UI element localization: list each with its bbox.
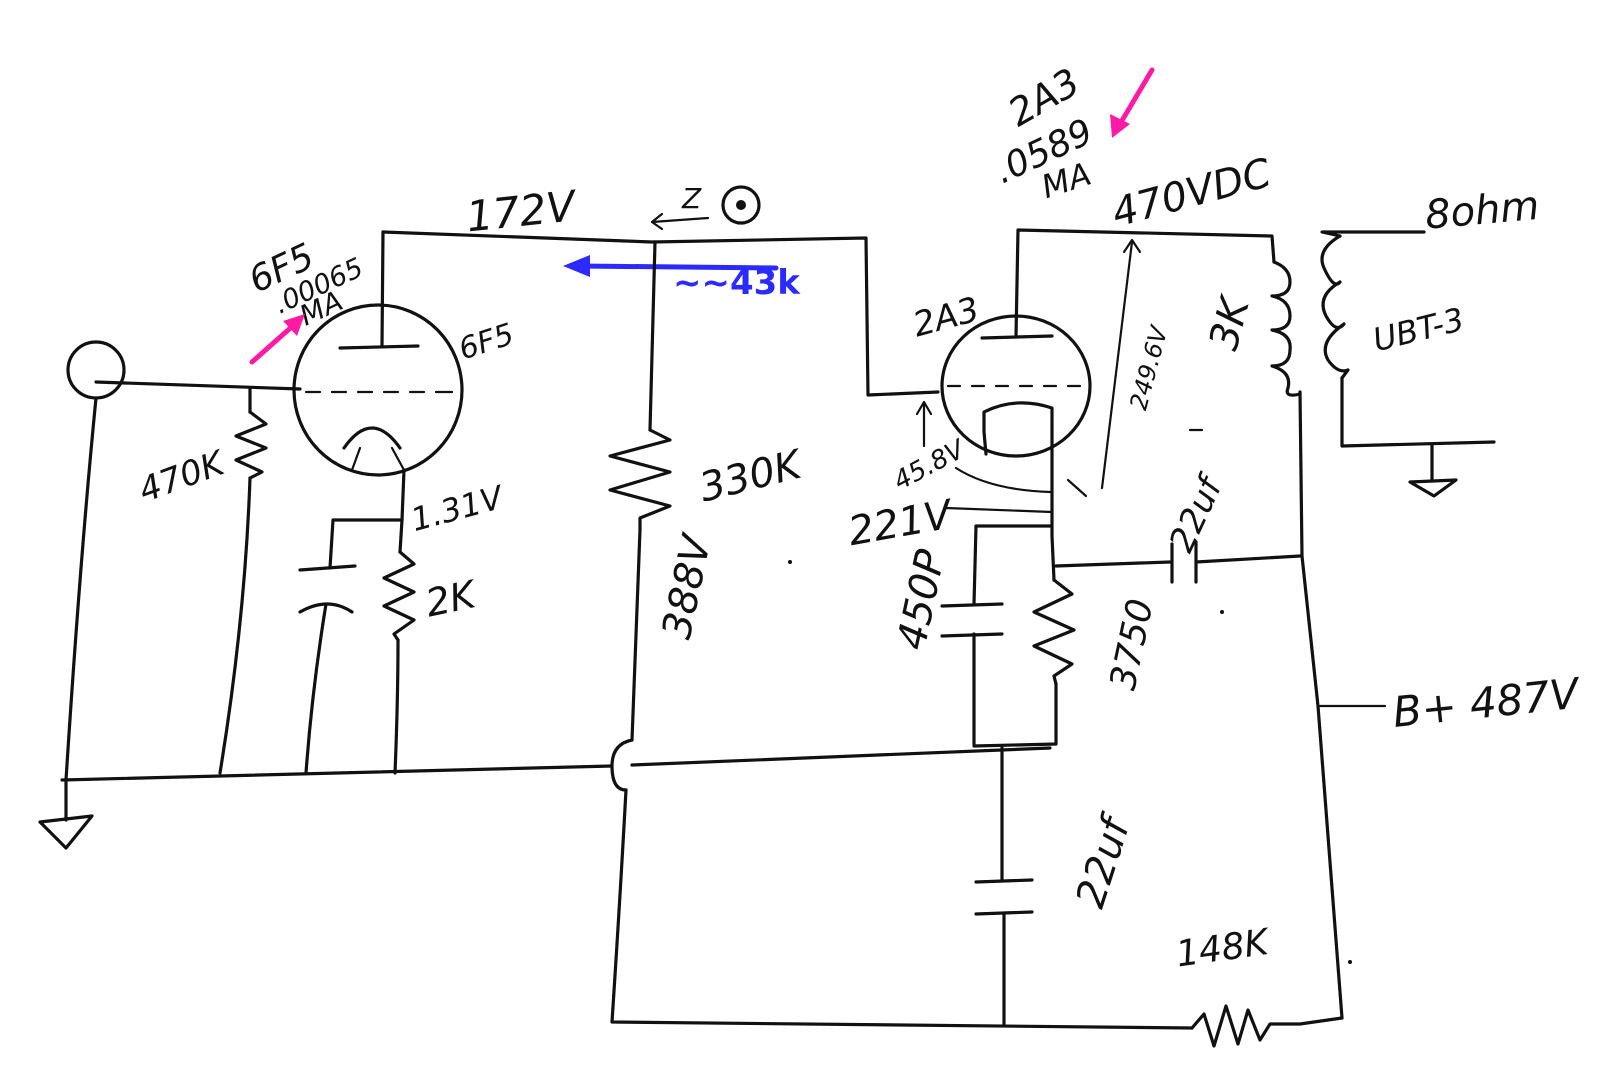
resistor-icon — [1032, 578, 1076, 686]
resistor-icon — [1190, 1004, 1344, 1048]
r470k-bottom-lead — [218, 476, 252, 775]
label-470k: 470K — [134, 443, 232, 511]
r330k-top-lead — [648, 240, 657, 432]
arrow-icon — [1100, 238, 1142, 490]
resistor-icon — [234, 410, 268, 480]
input-jack-icon — [66, 340, 126, 400]
label-249v: 249.6V — [1124, 322, 1173, 413]
tube2-filament-lead-2 — [982, 430, 988, 456]
tube1-plate-lead — [380, 230, 385, 348]
tube2-plate-lead — [1014, 228, 1276, 338]
b-plus-feed-wire — [610, 788, 1194, 1030]
label-470vdc: 470VDC — [1107, 150, 1276, 236]
ground-icon — [1408, 442, 1458, 498]
tube1-cathode-lead — [400, 468, 406, 522]
label-45-8v: 45.8V — [889, 434, 972, 497]
label-172v: 172V — [464, 181, 581, 241]
pointer-line — [954, 466, 1052, 494]
arrow-icon — [1110, 67, 1155, 138]
pointer-line — [1066, 478, 1088, 498]
r3750-bottom-lead — [972, 682, 1058, 748]
label-8ohm: 8ohm — [1423, 183, 1541, 239]
capacitor-icon — [298, 564, 357, 614]
r2k-top-lead — [398, 518, 404, 554]
capacitor-icon — [940, 602, 1004, 638]
r2k-bottom-lead — [393, 638, 400, 775]
input-wire — [94, 380, 302, 391]
arrow-icon — [563, 255, 779, 277]
label-388v: 388V — [654, 529, 721, 643]
label-330k: 330K — [695, 441, 808, 511]
b-plus-wire-tube1 — [381, 230, 940, 397]
label-22uf-top: 22uf — [1162, 467, 1233, 558]
label-tube2-side: 2A3 — [909, 290, 984, 346]
r3750-top-lead — [1050, 534, 1056, 582]
label-22uf-bottom: 22uf — [1067, 808, 1140, 914]
label-3k: 3K — [1201, 290, 1260, 354]
wire-crossover — [610, 738, 634, 792]
input-ground-wire — [64, 396, 98, 782]
transformer-icon — [1270, 230, 1496, 448]
ground-bus-left — [60, 764, 614, 782]
arrow-icon — [249, 314, 305, 365]
label-3750: 3750 — [1103, 595, 1162, 693]
label-2k: 2K — [422, 572, 482, 626]
coupling-wire-right — [1194, 554, 1302, 564]
coupling-wire — [1054, 560, 1172, 568]
label-z-value: ~~43k — [673, 263, 801, 303]
label-z: Z — [681, 182, 702, 215]
arrow-icon — [915, 400, 933, 448]
label-1-31v: 1.31V — [407, 478, 509, 539]
capacitor-icon — [974, 878, 1034, 916]
resistor-icon — [608, 428, 672, 532]
cathode-cap-wire — [972, 524, 1054, 606]
ground-bus-right — [630, 746, 1052, 767]
stray-dot — [788, 560, 792, 564]
label-148k: 148K — [1174, 922, 1273, 976]
arrow-icon — [650, 185, 761, 231]
b-plus-rail — [1298, 390, 1344, 1020]
ground-icon — [38, 778, 94, 850]
vacuum-tube-icon — [292, 303, 464, 477]
r330k-bottom-lead — [630, 528, 642, 742]
pointer-line — [944, 506, 1054, 514]
label-b-plus: B+ 487V — [1390, 668, 1584, 737]
label-221v: 221V — [845, 491, 958, 555]
label-transformer: UBT-3 — [1369, 300, 1468, 359]
stray-dot — [1348, 960, 1352, 964]
resistor-icon — [382, 550, 416, 642]
bypass-cap-lead — [304, 602, 328, 775]
stray-dot — [1220, 610, 1224, 614]
cathode-bypass-wire — [328, 518, 404, 570]
label-tube1-side: 6F5 — [455, 317, 519, 367]
